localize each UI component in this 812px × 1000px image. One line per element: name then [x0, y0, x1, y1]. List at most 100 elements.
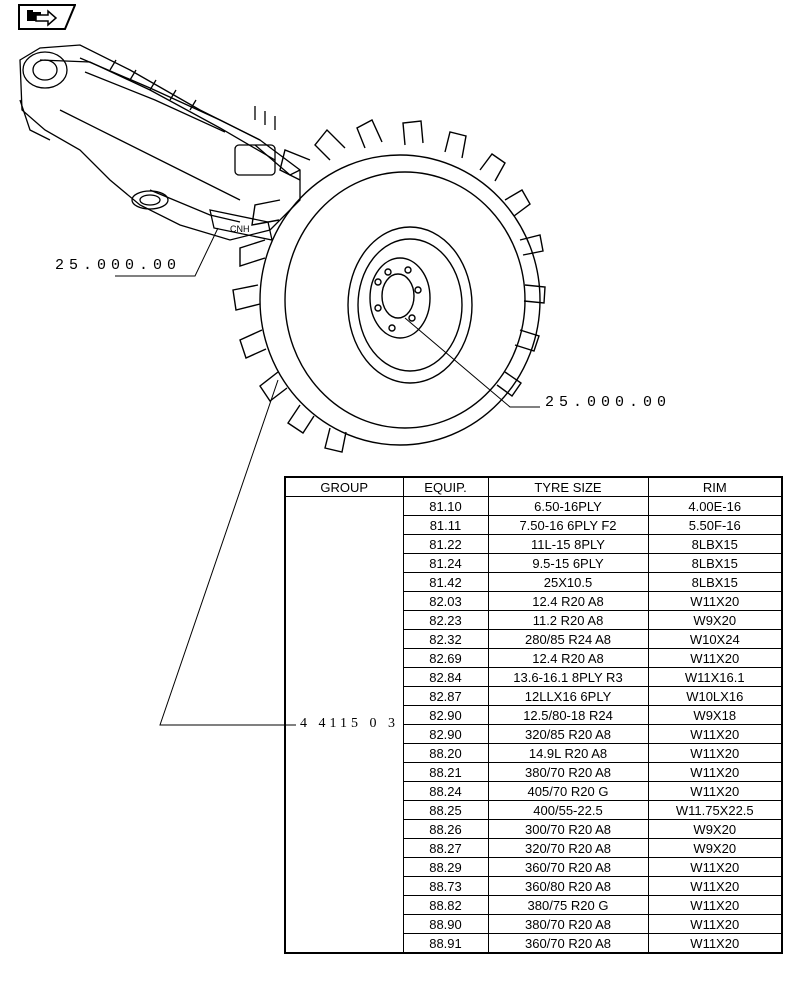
rim-cell: W9X20 [647, 819, 783, 839]
equip-cell: 81.42 [402, 572, 489, 592]
tyre-size-cell: 7.50-16 6PLY F2 [487, 515, 649, 535]
equip-cell: 82.69 [402, 648, 489, 668]
tyre-size-cell: 360/70 R20 A8 [487, 933, 649, 954]
equip-cell: 88.73 [402, 876, 489, 896]
equip-cell: 82.03 [402, 591, 489, 611]
rim-cell: W11X20 [647, 933, 783, 954]
equip-cell: 81.11 [402, 515, 489, 535]
svg-text:CNH: CNH [230, 224, 250, 234]
tyre-size-cell: 280/85 R24 A8 [487, 629, 649, 649]
axle-housing: CNH [19, 44, 301, 241]
tyre-size-cell: 12.5/80-18 R24 [487, 705, 649, 725]
equip-cell: 82.90 [402, 705, 489, 725]
equip-cell: 88.21 [402, 762, 489, 782]
tyre-size-cell: 14.9L R20 A8 [487, 743, 649, 763]
tyre-size-cell: 400/55-22.5 [487, 800, 649, 820]
equip-cell: 88.27 [402, 838, 489, 858]
header-tyre-size: TYRE SIZE [487, 476, 649, 497]
rim-cell: W11X20 [647, 857, 783, 877]
equip-cell: 81.24 [402, 553, 489, 573]
rim-cell: 5.50F-16 [647, 515, 783, 535]
tyre-size-cell: 12.4 R20 A8 [487, 591, 649, 611]
rim-cell: W11X20 [647, 762, 783, 782]
wheel-tyre [232, 119, 546, 453]
header-group: GROUP [284, 476, 404, 497]
rim-cell: W11X20 [647, 724, 783, 744]
tyre-size-cell: 25X10.5 [487, 572, 649, 592]
tyre-size-cell: 320/85 R20 A8 [487, 724, 649, 744]
tyre-size-cell: 12LLX16 6PLY [487, 686, 649, 706]
table-header-row: GROUP EQUIP. TYRE SIZE RIM [284, 476, 783, 497]
equip-cell: 81.10 [402, 496, 489, 516]
tyre-size-cell: 380/70 R20 A8 [487, 762, 649, 782]
tyre-size-cell: 11.2 R20 A8 [487, 610, 649, 630]
tyre-size-cell: 6.50-16PLY [487, 496, 649, 516]
rim-cell: W11X20 [647, 781, 783, 801]
header-equip: EQUIP. [402, 476, 489, 497]
equip-cell: 82.84 [402, 667, 489, 687]
equip-cell: 82.87 [402, 686, 489, 706]
folder-arrow-icon[interactable] [18, 4, 77, 30]
equip-cell: 81.22 [402, 534, 489, 554]
reference-leaders [115, 227, 540, 408]
tyre-size-cell: 11L-15 8PLY [487, 534, 649, 554]
equip-cell: 88.82 [402, 895, 489, 915]
equip-cell: 82.32 [402, 629, 489, 649]
tyre-size-cell: 320/70 R20 A8 [487, 838, 649, 858]
equip-cell: 88.26 [402, 819, 489, 839]
equip-cell: 82.23 [402, 610, 489, 630]
wheel-reference-label[interactable]: 25.000.00 [545, 394, 672, 411]
rim-cell: 8LBX15 [647, 553, 783, 573]
rim-cell: 4.00E-16 [647, 496, 783, 516]
rim-cell: W11.75X22.5 [647, 800, 783, 820]
rim-cell: W11X20 [647, 876, 783, 896]
tyre-size-cell: 13.6-16.1 8PLY R3 [487, 667, 649, 687]
tyre-size-cell: 360/80 R20 A8 [487, 876, 649, 896]
equip-cell: 88.25 [402, 800, 489, 820]
axle-wheel-drawing: CNH [19, 44, 546, 453]
rim-cell: W10LX16 [647, 686, 783, 706]
equip-cell: 88.90 [402, 914, 489, 934]
rim-cell: W9X18 [647, 705, 783, 725]
equip-cell: 88.20 [402, 743, 489, 763]
rim-cell: W9X20 [647, 610, 783, 630]
axle-reference-label[interactable]: 25.000.00 [55, 257, 182, 274]
rim-cell: W11X20 [647, 591, 783, 611]
rim-cell: W9X20 [647, 838, 783, 858]
rim-cell: W10X24 [647, 629, 783, 649]
tyre-size-cell: 380/70 R20 A8 [487, 914, 649, 934]
rim-cell: W11X20 [647, 743, 783, 763]
nav-box[interactable] [18, 4, 77, 30]
tyre-size-cell: 380/75 R20 G [487, 895, 649, 915]
rim-cell: W11X20 [647, 914, 783, 934]
group-cell [284, 496, 404, 954]
header-rim: RIM [647, 476, 783, 497]
rim-cell: W11X20 [647, 895, 783, 915]
rim-cell: W11X20 [647, 648, 783, 668]
rim-cell: 8LBX15 [647, 534, 783, 554]
tyre-size-cell: 405/70 R20 G [487, 781, 649, 801]
equip-cell: 88.29 [402, 857, 489, 877]
equip-cell: 88.91 [402, 933, 489, 954]
equip-cell: 88.24 [402, 781, 489, 801]
tyre-size-cell: 12.4 R20 A8 [487, 648, 649, 668]
rim-cell: 8LBX15 [647, 572, 783, 592]
tyre-size-cell: 360/70 R20 A8 [487, 857, 649, 877]
tyre-size-cell: 300/70 R20 A8 [487, 819, 649, 839]
equip-cell: 82.90 [402, 724, 489, 744]
